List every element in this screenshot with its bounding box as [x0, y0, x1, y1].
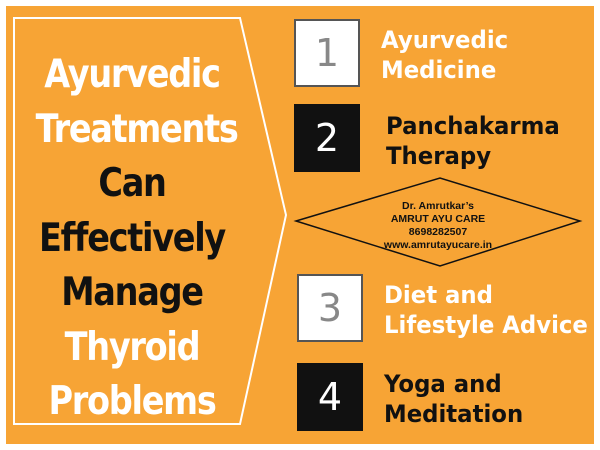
- number-box-3: 3: [297, 274, 363, 342]
- item-3-line-2: Lifestyle Advice: [384, 311, 588, 339]
- item-4-line-2: Meditation: [384, 400, 524, 428]
- headline-line-3: Can: [98, 161, 167, 206]
- item-3-label: Diet and Lifestyle Advice: [384, 280, 588, 340]
- headline: Ayurvedic Treatments Can Effectively Man…: [35, 48, 239, 430]
- phone-number: 8698282507: [408, 226, 468, 238]
- headline-line-7: Problems: [48, 379, 216, 424]
- item-1-line-2: Medicine: [381, 56, 497, 84]
- headline-line-5: Manage: [61, 270, 204, 315]
- clinic-name: AMRUT AYU CARE: [390, 213, 486, 225]
- number-box-4: 4: [297, 363, 363, 431]
- item-3-line-1: Diet and: [384, 281, 493, 309]
- item-4-label: Yoga and Meditation: [384, 369, 523, 429]
- item-1-line-1: Ayurvedic: [381, 26, 509, 54]
- item-2-label: Panchakarma Therapy: [386, 111, 560, 171]
- headline-line-1: Ayurvedic: [44, 52, 221, 97]
- doctor-name: Dr. Amrutkar’s: [402, 200, 474, 212]
- item-4-line-1: Yoga and: [384, 370, 502, 398]
- number-box-2: 2: [294, 104, 360, 172]
- headline-line-2: Treatments: [35, 106, 239, 152]
- website: www.amrutayucare.in: [383, 239, 493, 251]
- contact-info: Dr. Amrutkar’s AMRUT AYU CARE 8698282507…: [342, 200, 534, 252]
- item-1-label: Ayurvedic Medicine: [381, 25, 508, 85]
- item-2-line-2: Therapy: [386, 142, 492, 170]
- headline-line-6: Thyroid: [64, 324, 201, 370]
- number-box-1: 1: [294, 19, 360, 87]
- item-2-line-1: Panchakarma: [386, 112, 560, 140]
- headline-line-4: Effectively: [38, 215, 226, 261]
